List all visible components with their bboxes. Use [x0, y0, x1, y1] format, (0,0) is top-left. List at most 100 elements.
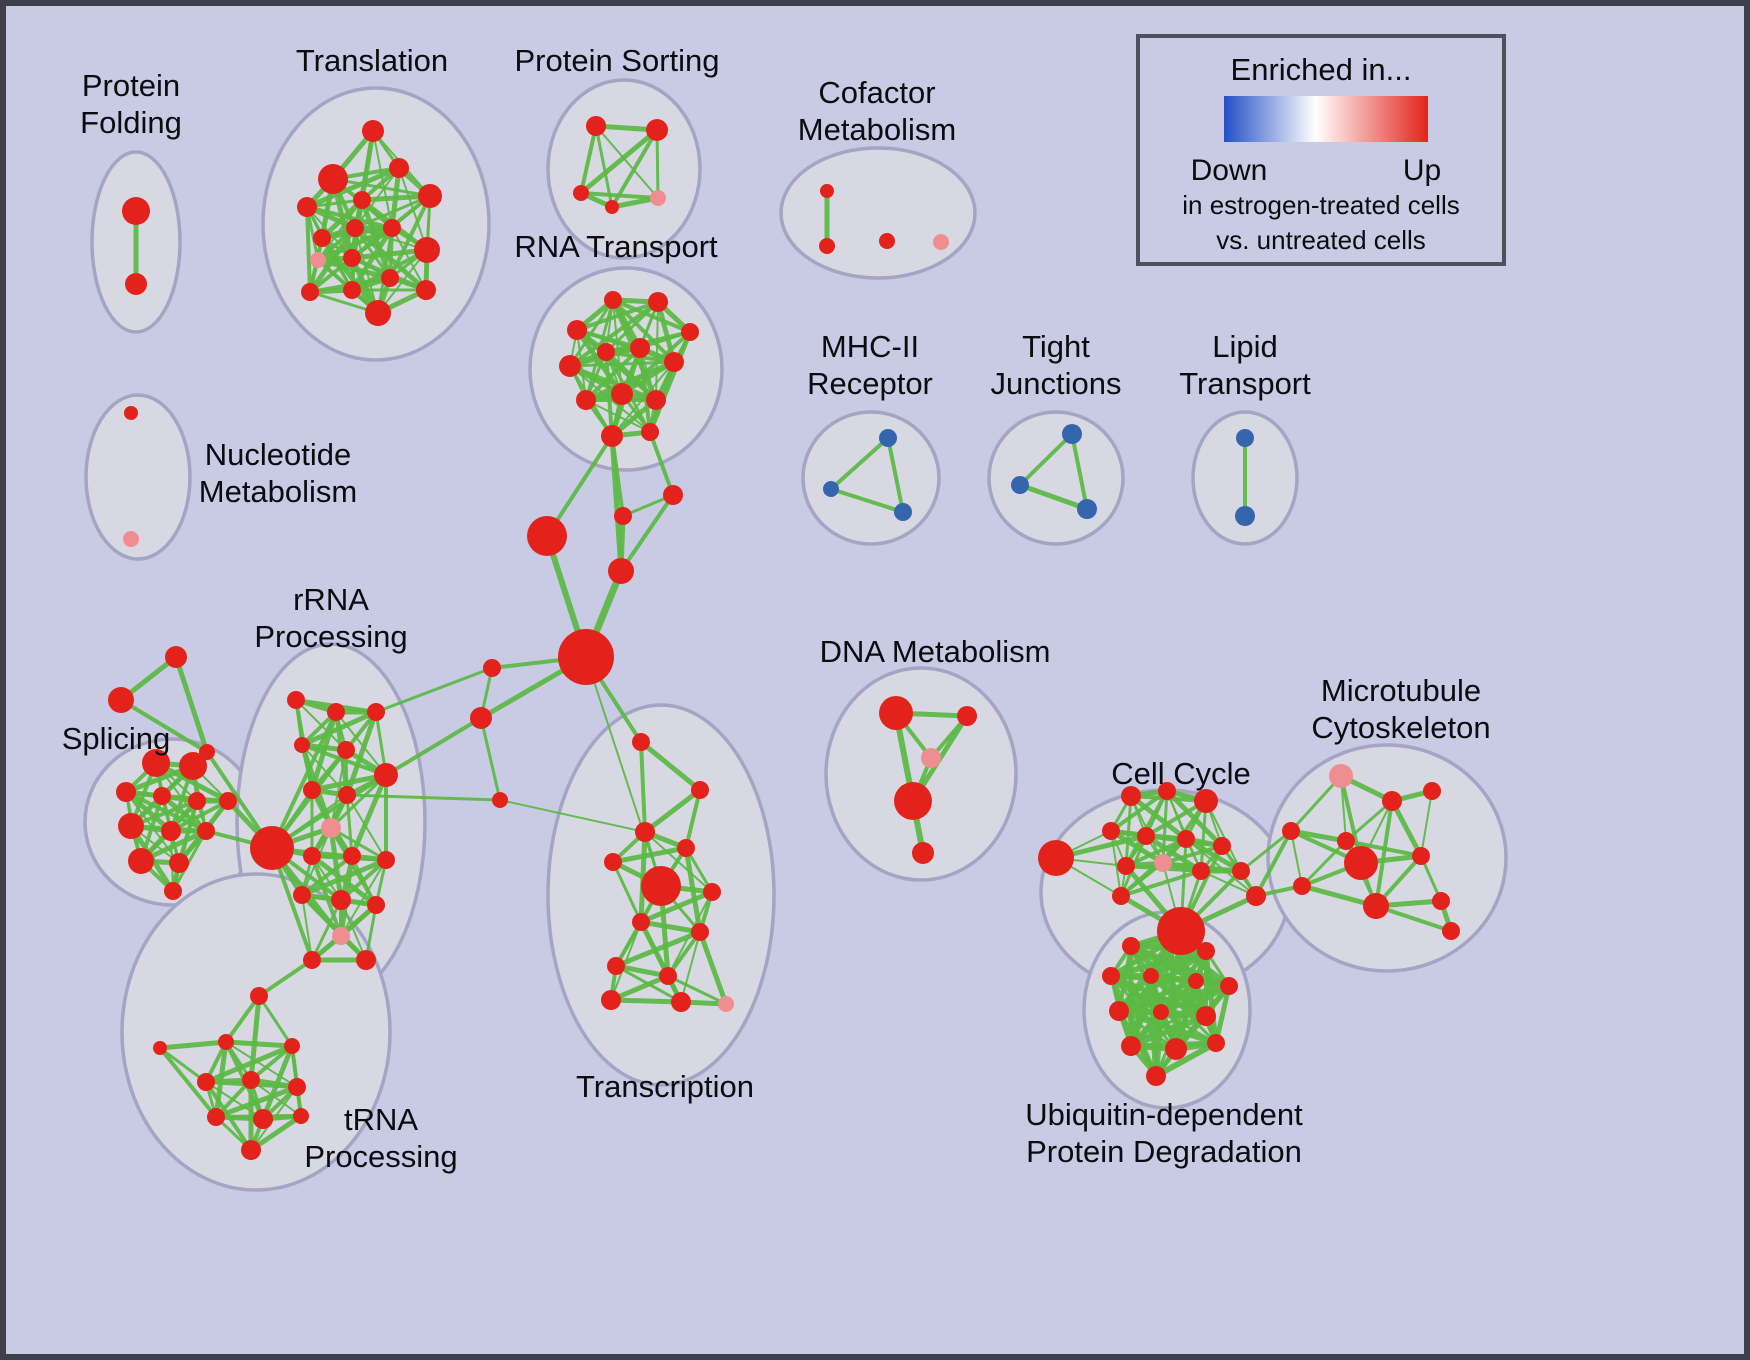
- node-blue: [894, 503, 912, 521]
- edge: [1116, 983, 1232, 1014]
- node-red: [1038, 840, 1074, 876]
- node-red: [558, 629, 614, 685]
- node-red: [567, 320, 587, 340]
- edge: [639, 740, 647, 834]
- edge: [578, 127, 660, 196]
- tight-junctions-label: Junctions: [991, 366, 1122, 401]
- node-red: [1153, 1004, 1169, 1020]
- trna-processing-label: Processing: [304, 1139, 457, 1174]
- edge: [1420, 790, 1433, 857]
- edge: [611, 860, 643, 924]
- edge: [1158, 983, 1232, 1015]
- node-red: [492, 792, 508, 808]
- edge: [1288, 828, 1349, 844]
- node-red: [703, 883, 721, 901]
- node-red: [879, 233, 895, 249]
- edge: [1110, 830, 1122, 897]
- node-red: [1363, 893, 1389, 919]
- node-red: [576, 390, 596, 410]
- edge: [345, 793, 502, 802]
- node-red: [153, 787, 171, 805]
- node-red: [1109, 1001, 1129, 1021]
- edge: [584, 346, 642, 402]
- node-red: [614, 507, 632, 525]
- node-red: [1197, 942, 1215, 960]
- edge: [499, 799, 646, 833]
- cofactor-metabolism-label: Cofactor: [818, 75, 935, 110]
- tight-junctions-label: Tight: [1022, 329, 1090, 364]
- edge: [158, 1046, 218, 1119]
- node-red: [241, 1140, 261, 1160]
- node-red: [207, 1108, 225, 1126]
- node-red: [648, 292, 668, 312]
- node-red: [377, 851, 395, 869]
- legend-box: [1136, 34, 1506, 266]
- edge: [308, 256, 354, 294]
- node-blue: [1077, 499, 1097, 519]
- node-red: [611, 383, 633, 405]
- node-red: [327, 703, 345, 721]
- node-red: [343, 249, 361, 267]
- edge: [310, 898, 343, 962]
- node-red: [250, 987, 268, 1005]
- node-red: [356, 950, 376, 970]
- node-red: [691, 923, 709, 941]
- node-red: [1423, 782, 1441, 800]
- node-red: [1102, 967, 1120, 985]
- edge: [1128, 1013, 1209, 1049]
- edge: [1389, 798, 1424, 859]
- node-red: [338, 786, 356, 804]
- edge: [331, 177, 432, 198]
- protein-folding-label: Folding: [80, 105, 182, 140]
- node-red: [573, 185, 589, 201]
- node-red: [294, 737, 310, 753]
- node-red: [1412, 847, 1430, 865]
- edge: [349, 225, 395, 293]
- translation-label: Translation: [296, 43, 448, 78]
- node-red: [219, 792, 237, 810]
- node-red: [483, 659, 501, 677]
- node-red: [313, 229, 331, 247]
- node-red: [197, 822, 215, 840]
- edge: [305, 205, 312, 294]
- node-red: [343, 281, 361, 299]
- node-red: [164, 882, 182, 900]
- edge: [270, 773, 388, 850]
- edge: [568, 364, 658, 402]
- node-red: [912, 842, 934, 864]
- cofactor-metabolism-label: Metabolism: [798, 112, 957, 147]
- edge: [611, 298, 676, 364]
- node-red: [367, 896, 385, 914]
- mhc-ii-receptor-label: Receptor: [807, 366, 933, 401]
- node-red: [153, 1041, 167, 1055]
- node-red: [659, 967, 677, 985]
- node-red: [414, 237, 440, 263]
- node-red: [820, 184, 834, 198]
- node-red: [293, 1108, 309, 1124]
- mhc-ii-receptor-label: MHC-II: [821, 329, 919, 364]
- node-red: [293, 886, 311, 904]
- node-red: [303, 781, 321, 799]
- edge: [684, 788, 702, 850]
- legend-title: Enriched in...: [1231, 52, 1412, 87]
- rrna-processing-label: rRNA: [293, 582, 369, 617]
- node-red: [188, 792, 206, 810]
- node-red: [125, 273, 147, 295]
- edge: [604, 300, 660, 354]
- edge: [328, 825, 344, 903]
- node-pink: [718, 996, 734, 1012]
- edge: [829, 487, 905, 514]
- node-red: [1192, 862, 1210, 880]
- node-red: [218, 1034, 234, 1050]
- edge: [610, 845, 689, 865]
- edge: [223, 1039, 295, 1049]
- node-red: [142, 749, 170, 777]
- edge: [299, 709, 379, 748]
- node-red: [1117, 857, 1135, 875]
- tight-junctions-region: [987, 410, 1125, 546]
- node-red: [122, 197, 150, 225]
- node-red: [124, 406, 138, 420]
- node-red: [641, 866, 681, 906]
